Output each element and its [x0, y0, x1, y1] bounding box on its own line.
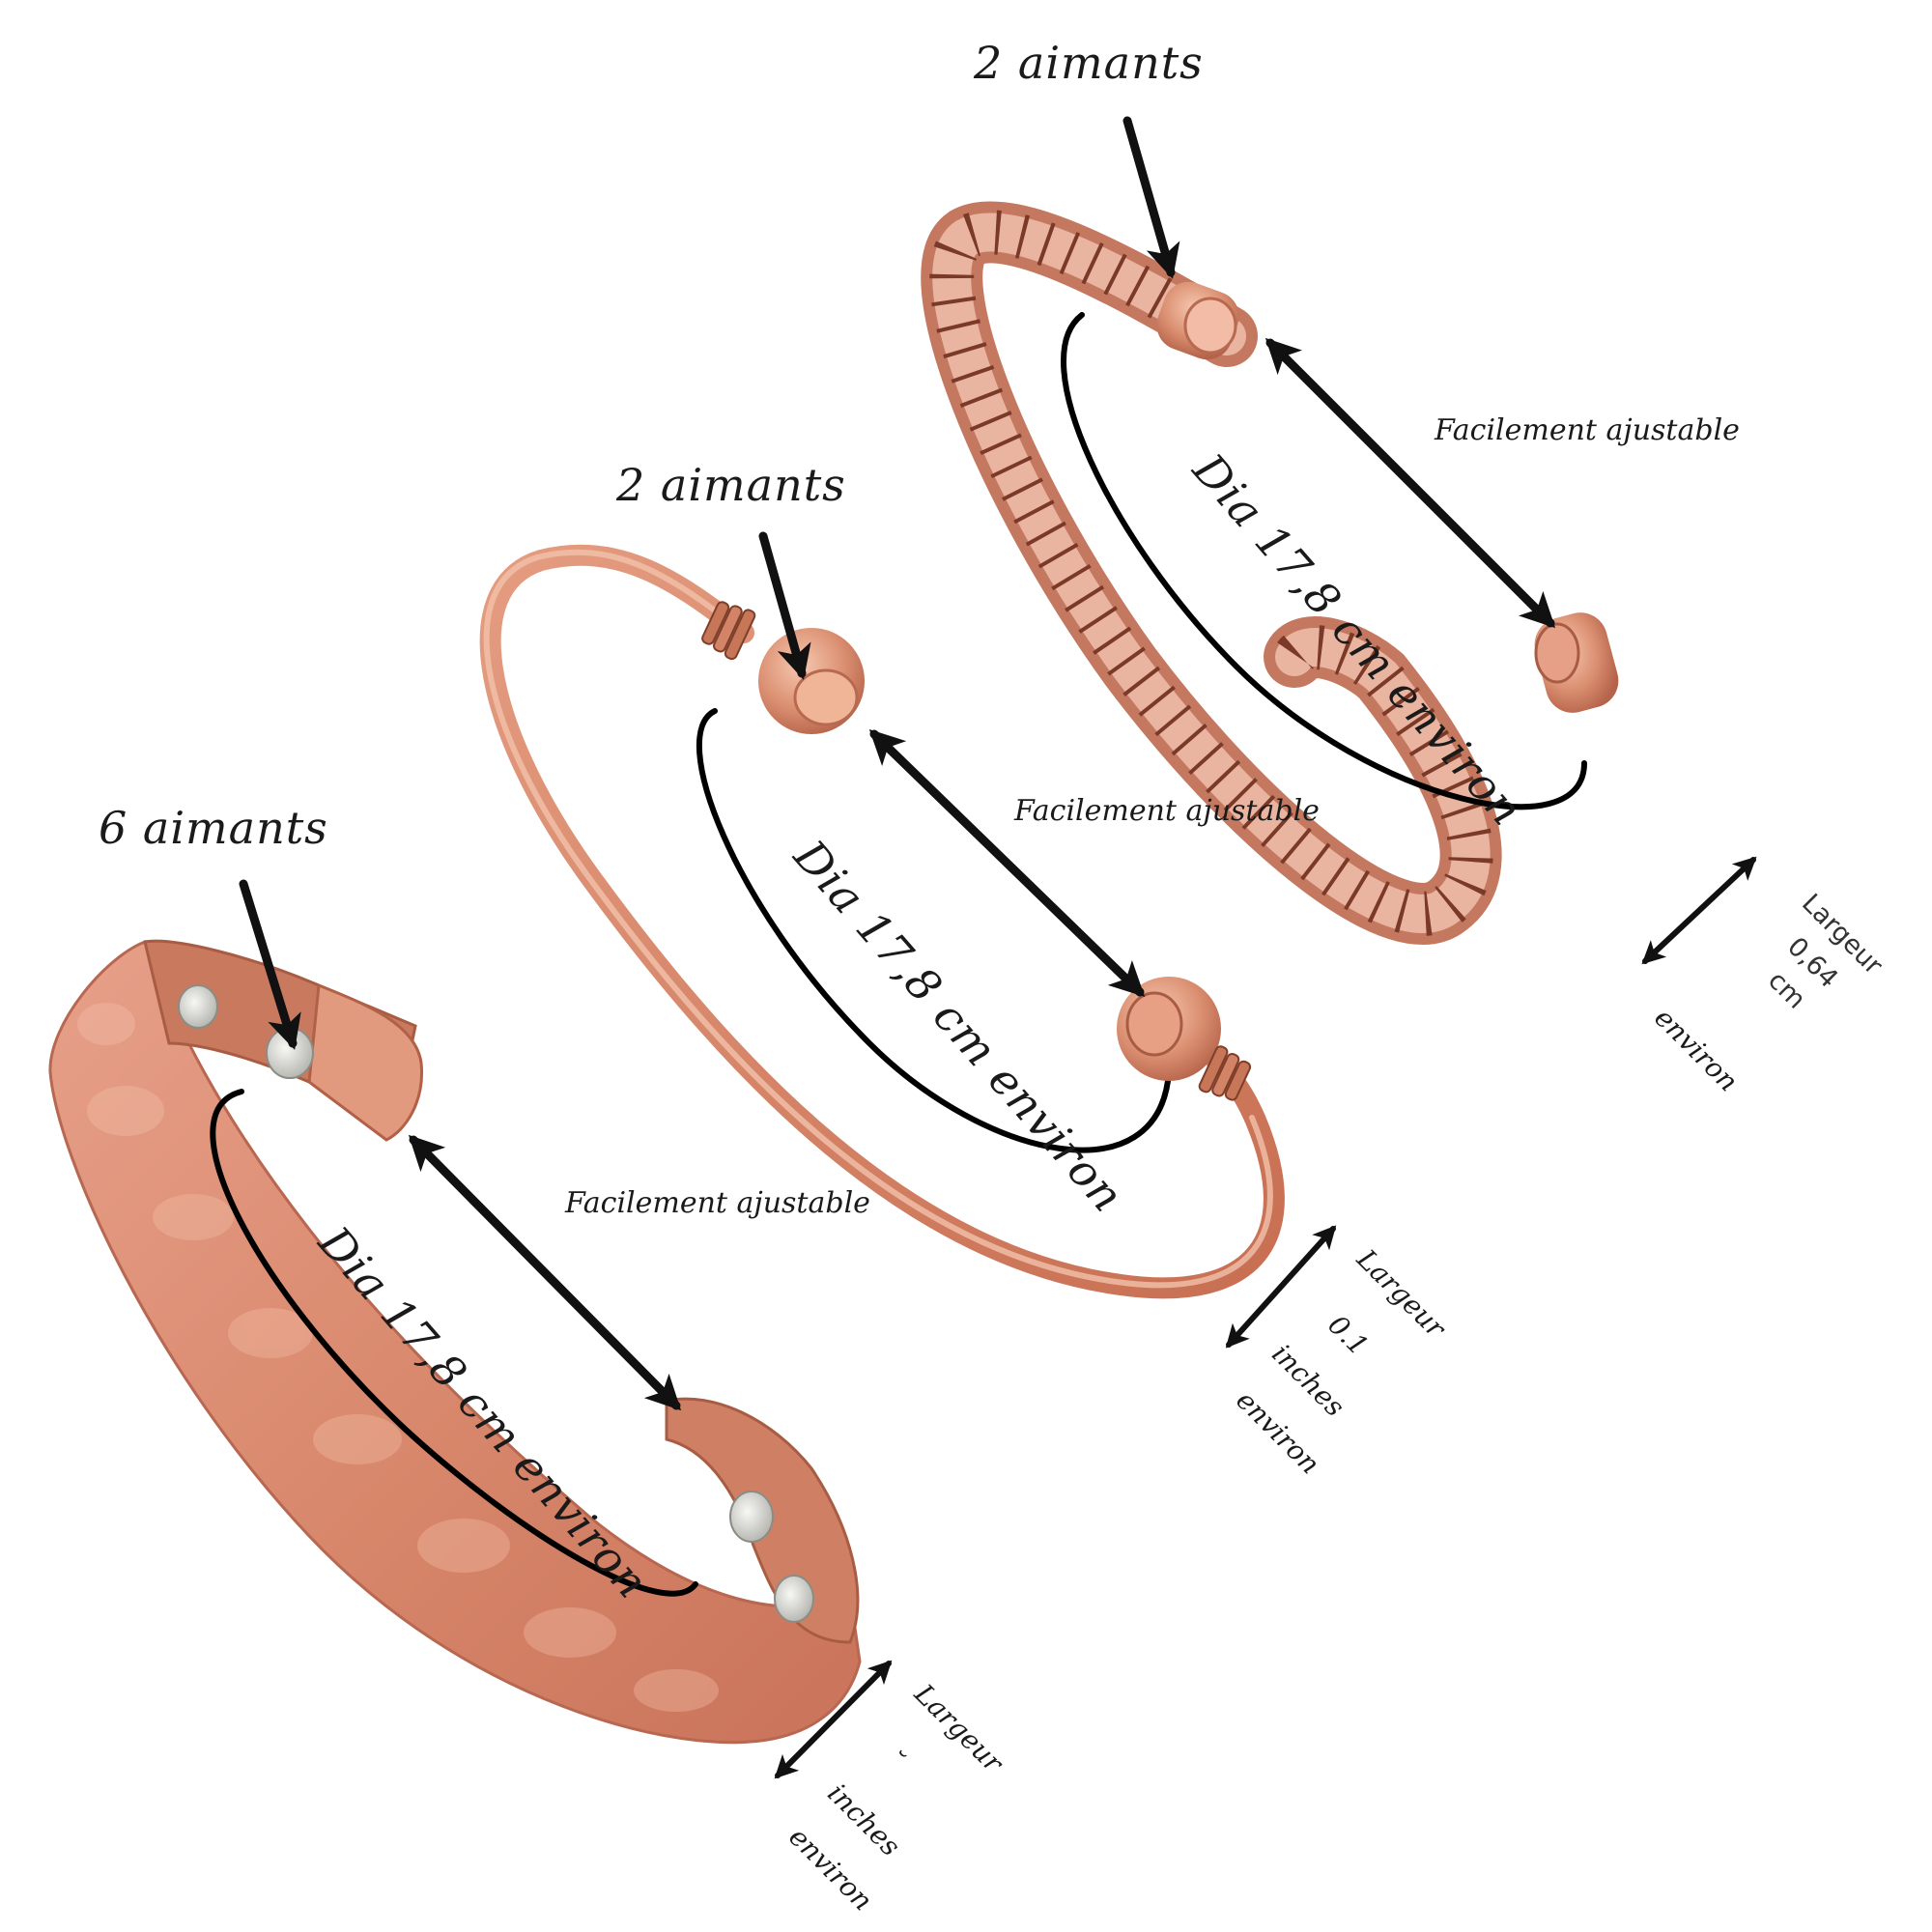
round-end-ball-bottom — [1117, 977, 1252, 1101]
twisted-magnets-label: 2 aimants — [974, 37, 1204, 89]
round-adjustable-label: Facilement ajustable — [1014, 794, 1320, 828]
pointer-arrows — [239, 116, 1757, 1779]
cuff-adjustable-label: Facilement ajustable — [565, 1186, 870, 1220]
twisted-end-cap-bottom — [1534, 612, 1619, 713]
twisted-adjustable-label: Facilement ajustable — [1435, 413, 1740, 447]
cuff-magnets-label: 6 aimants — [99, 802, 328, 854]
round-magnets-label: 2 aimants — [616, 459, 846, 511]
twisted-bracelet — [921, 201, 1619, 945]
twisted-end-cap-top — [1156, 281, 1239, 360]
